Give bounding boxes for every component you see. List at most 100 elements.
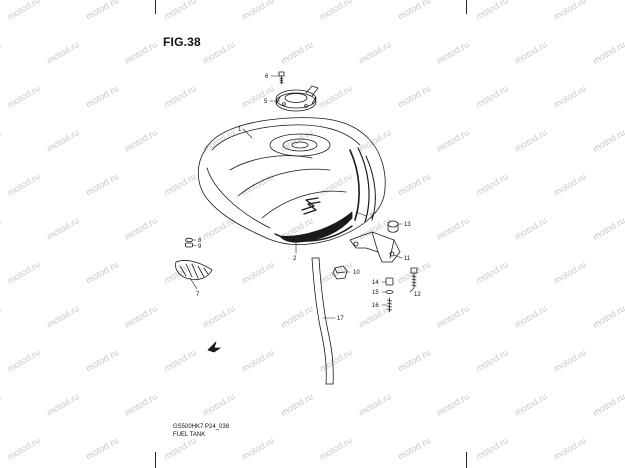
watermark-text: motod.ru [84,171,120,197]
watermark-text: motod.ru [357,127,393,153]
watermark-text: motod.ru [0,215,3,241]
watermark-text: motod.ru [318,435,354,461]
watermark-text: motod.ru [6,83,42,109]
knee-rubber-drawing [175,260,213,280]
watermark-text: motod.ru [84,435,120,461]
watermark-text: motod.ru [45,39,81,65]
callout-8: 8 [198,238,202,244]
watermark-text: motod.ru [84,83,120,109]
watermark-text: motod.ru [552,259,588,285]
watermark-text: motod.ru [318,83,354,109]
watermark-text: motod.ru [162,83,198,109]
watermark-text: motod.ru [396,83,432,109]
watermark-text: motod.ru [201,391,237,417]
figure-name: FUEL TANK [173,432,206,438]
watermark-text: motod.ru [552,347,588,373]
watermark-text: motod.ru [513,39,549,65]
figure-title: FIG.38 [163,35,201,49]
callout-16: 16 [372,303,379,309]
watermark-text: motod.ru [513,127,549,153]
figure-footer: GS500HK7 P24_038 FUEL TANK [173,423,229,439]
watermark-text: motod.ru [0,39,3,65]
watermark-text: motod.ru [123,391,159,417]
watermark-text: motod.ru [552,171,588,197]
watermark-text: motod.ru [552,435,588,461]
watermark-text: motod.ru [591,215,625,241]
callout-17: 17 [337,316,344,322]
watermark-text: motod.ru [474,171,510,197]
callout-7: 7 [196,292,200,298]
watermark-text: motod.ru [552,0,588,22]
watermark-text: motod.ru [123,303,159,329]
watermark-text: motod.ru [240,259,276,285]
suzuki-logo-icon [301,197,321,215]
watermark-text: motod.ru [435,127,471,153]
watermark-text: motod.ru [6,259,42,285]
watermark-text: motod.ru [162,347,198,373]
watermark-text: motod.ru [240,347,276,373]
callout-13: 13 [404,222,411,228]
watermark-text: motod.ru [6,435,42,461]
watermark-text: motod.ru [279,391,315,417]
watermark-text: motod.ru [240,83,276,109]
callout-5: 5 [264,99,268,105]
watermark-text: motod.ru [474,0,510,22]
crop-mark-top-left [155,0,156,14]
collar-washer-bolt-drawing [385,277,394,313]
watermark-text: motod.ru [201,127,237,153]
watermark-text: motod.ru [162,435,198,461]
side-cushion-drawing [332,265,348,280]
watermark-text: motod.ru [396,435,432,461]
watermark-text: motod.ru [240,0,276,22]
watermark-text: motod.ru [396,171,432,197]
watermark-text: motod.ru [201,39,237,65]
bracket-bolt-drawing [410,267,418,289]
fuel-tank-drawing [197,117,386,245]
callout-11: 11 [404,256,411,262]
watermark-text: motod.ru [279,303,315,329]
watermark-text: motod.ru [45,215,81,241]
callout-12: 12 [414,292,421,298]
watermark-text: motod.ru [45,127,81,153]
watermark-text: motod.ru [513,215,549,241]
callout-3: 3 [370,214,374,220]
callout-10: 10 [353,270,360,276]
watermark-text: motod.ru [240,171,276,197]
watermark-text: motod.ru [0,127,3,153]
watermark-text: motod.ru [279,39,315,65]
leader-lines [189,75,415,319]
front-arrow-icon [207,341,221,353]
callout-6: 6 [265,74,269,80]
watermark-text: motod.ru [357,391,393,417]
watermark-text: motod.ru [84,0,120,22]
watermark-text: motod.ru [123,127,159,153]
watermark-text: motod.ru [0,303,3,329]
watermark-text: motod.ru [435,39,471,65]
watermark-text: motod.ru [513,391,549,417]
watermark-text: motod.ru [240,435,276,461]
watermark-text: motod.ru [435,215,471,241]
watermark-text: motod.ru [123,215,159,241]
cap-screw-drawing [278,71,285,85]
tank-cushion-drawing [185,237,193,248]
watermark-text: motod.ru [591,303,625,329]
watermark-text: motod.ru [162,0,198,22]
watermark-text: motod.ru [45,303,81,329]
callout-labels: 1 2 3 5 6 7 8 9 10 11 12 13 14 15 16 17 [196,74,421,322]
watermark-text: motod.ru [162,171,198,197]
watermark-text: motod.ru [396,0,432,22]
callout-14: 14 [372,280,379,286]
watermark-text: motod.ru [318,347,354,373]
crop-mark-bottom-left [155,452,156,468]
watermark-text: motod.ru [318,0,354,22]
watermark-text: motod.ru [474,259,510,285]
watermark-text: motod.ru [591,39,625,65]
breather-hose-drawing [311,257,334,385]
fuel-cap-drawing [275,85,319,112]
watermark-text: motod.ru [591,127,625,153]
watermark-text: motod.ru [474,435,510,461]
callout-15: 15 [372,290,379,296]
watermark-text: motod.ru [513,303,549,329]
